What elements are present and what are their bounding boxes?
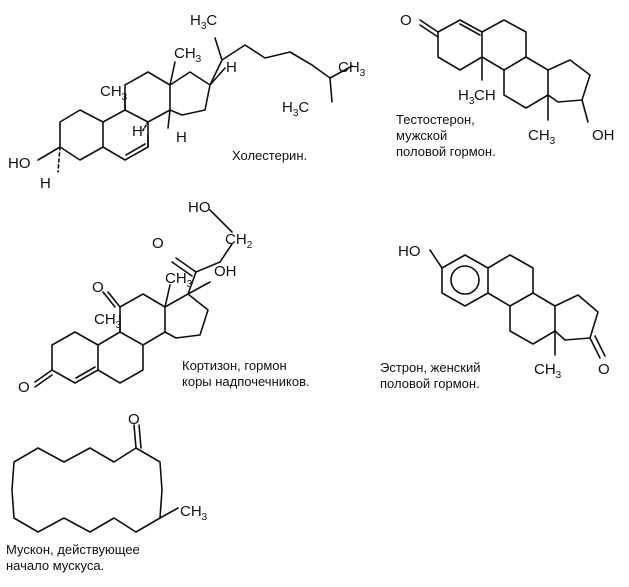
- o-label-2: O: [152, 235, 164, 252]
- o-label-4: O: [18, 379, 30, 396]
- ch3-label-5: CH: [474, 87, 496, 104]
- o-label-6: O: [128, 411, 140, 428]
- o-label: O: [400, 12, 412, 29]
- ch3-label: CH3: [174, 45, 202, 65]
- testosterone-caption-3: половой гормон.: [396, 144, 496, 159]
- muscone-caption-1: Мускон, действующее: [6, 542, 140, 557]
- aromatic-ring: [450, 265, 480, 295]
- h3c-label-2: H3C: [282, 99, 309, 119]
- testosterone-structure: O H3 CH CH3 OH Тестостерон, мужской поло…: [396, 12, 615, 159]
- cholesterol-structure: H3C CH3 CH3 H H H HO H CH3 H3C Холестери…: [8, 12, 366, 192]
- h-label-2: H: [132, 123, 143, 140]
- ch2-label: CH2: [225, 231, 253, 251]
- ch3-label-3: CH3: [338, 59, 366, 79]
- ho-label-3: HO: [398, 243, 421, 260]
- estrone-structure: HO CH3 O Эстрон, женский половой гормон.: [380, 243, 610, 391]
- h-label-3: H: [176, 129, 187, 146]
- h-label-4: H: [40, 175, 51, 192]
- ch3-label-10: CH3: [180, 503, 208, 523]
- cortisone-caption-2: коры надпочечников.: [182, 374, 310, 389]
- testosterone-caption-1: Тестостерон,: [396, 112, 475, 127]
- ch3-label-7: CH3: [165, 270, 193, 290]
- ch3-label-9: CH3: [534, 361, 562, 381]
- ch3-label-2: CH3: [100, 83, 128, 103]
- oh-label: OH: [592, 127, 615, 144]
- ch3-label-8: CH3: [94, 311, 122, 331]
- h-label: H: [226, 59, 237, 76]
- ch3-label-4: H3: [458, 87, 475, 107]
- testosterone-caption-2: мужской: [396, 128, 447, 143]
- cortisone-structure: HO CH2 O OH CH3 O CH3 O Кортизон, гормон…: [18, 199, 310, 396]
- estrone-caption-1: Эстрон, женский: [380, 360, 480, 375]
- o-label-5: O: [598, 361, 610, 378]
- h3c-label: H3C: [190, 12, 217, 32]
- ch3-label-6: CH3: [528, 127, 556, 147]
- muscone-caption-2: начало мускуса.: [6, 558, 104, 573]
- ho-label-2: HO: [188, 199, 211, 216]
- muscone-structure: O CH3 Мускон, действующее начало мускуса…: [6, 411, 208, 573]
- cortisone-caption-1: Кортизон, гормон: [182, 358, 287, 373]
- ho-label: HO: [8, 155, 31, 172]
- oh-label-2: OH: [214, 263, 237, 280]
- estrone-caption-2: половой гормон.: [380, 376, 480, 391]
- o-label-3: O: [92, 279, 104, 296]
- cholesterol-caption: Холестерин.: [232, 148, 307, 163]
